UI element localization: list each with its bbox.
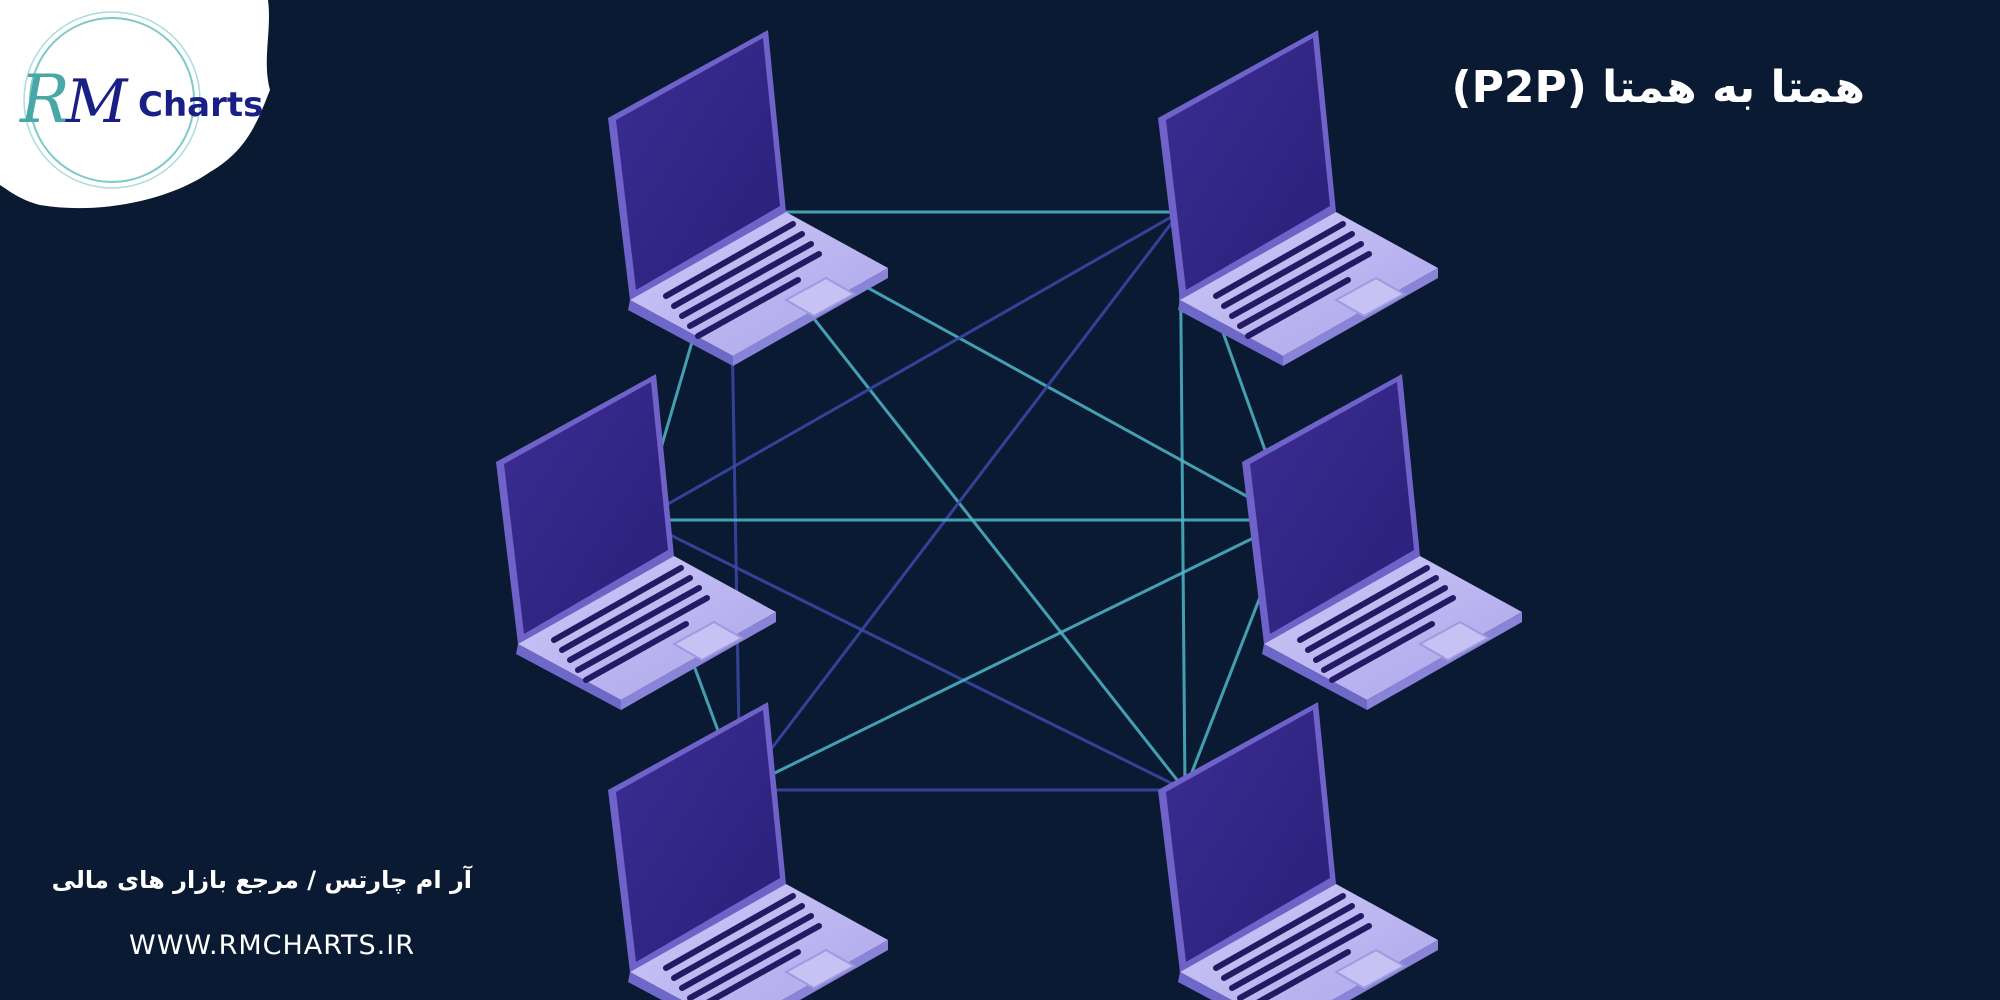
laptop-icon-top-left — [608, 30, 888, 366]
logo-r: R — [19, 61, 70, 138]
connection-line-top-right-to-bottom-left — [738, 211, 1182, 791]
connection-line-mid-left-to-bottom-right — [639, 518, 1186, 792]
logo-brand: Charts — [138, 85, 263, 125]
laptop-icon-bottom-right — [1158, 702, 1438, 1000]
laptop-icon-mid-right — [1242, 374, 1522, 710]
footer-tagline: آر ام چارتس / مرجع بازار های مالی — [51, 866, 472, 894]
laptop-icon-top-right — [1158, 30, 1438, 366]
logo-m: M — [65, 67, 129, 137]
connection-line-mid-right-to-bottom-left — [739, 518, 1291, 792]
footer-url: WWW.RMCHARTS.IR — [129, 930, 415, 961]
connection-line-top-right-to-mid-left — [639, 210, 1181, 522]
peer-nodes — [496, 30, 1522, 1000]
rmcharts-logo: R M Charts — [0, 0, 270, 209]
page-title: همتا به همتا (P2P) — [1451, 62, 1865, 113]
laptop-icon-bottom-left — [608, 702, 888, 1000]
